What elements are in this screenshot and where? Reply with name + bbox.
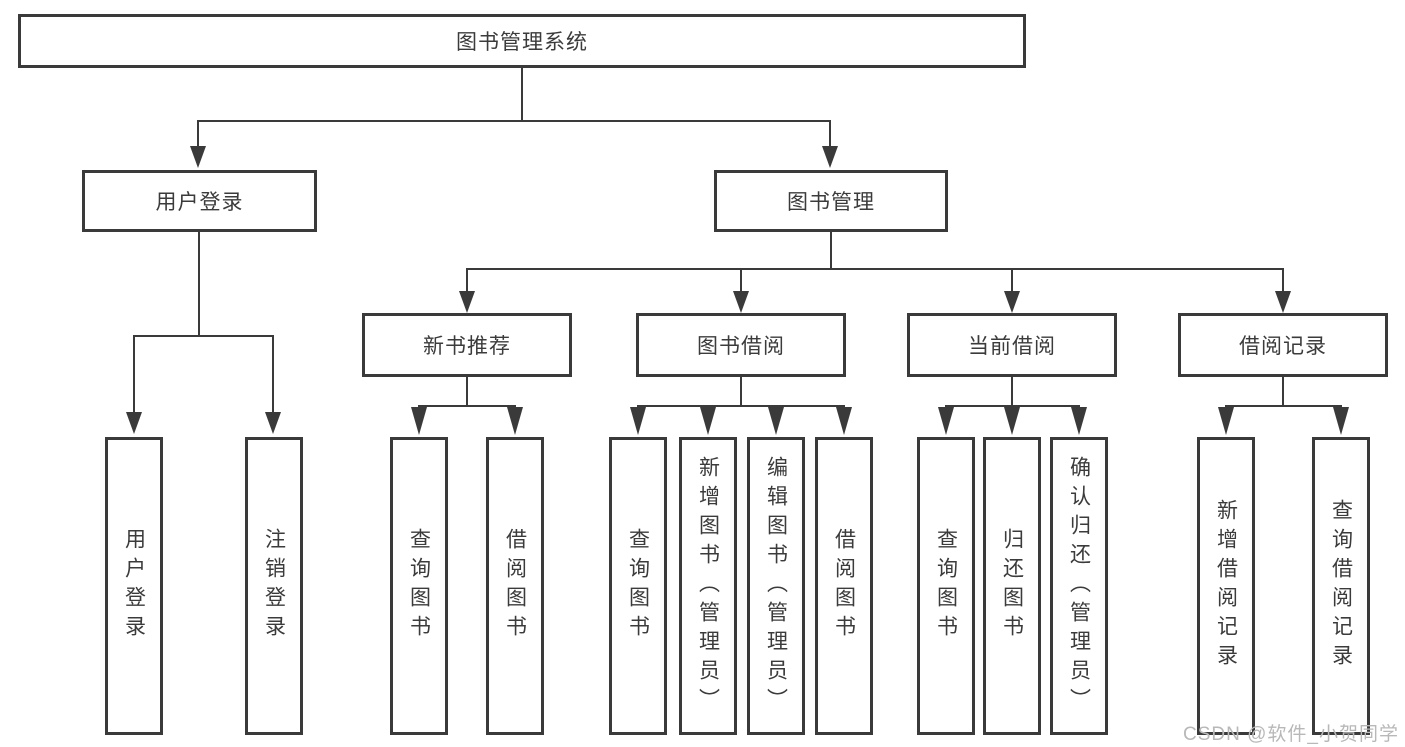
connector-line [637,405,845,407]
node-new-book-recommend: 新书推荐 [362,313,572,377]
csdn-watermark: CSDN @软件_小贺同学 [1183,724,1399,745]
connector-arrow [411,407,427,435]
connector-arrow [938,407,954,435]
connector-line [1282,268,1284,292]
connector-arrow [1333,407,1349,435]
connector-line [198,232,200,336]
connector-line [197,120,831,122]
node-current-borrow: 当前借阅 [907,313,1117,377]
connector-line [197,120,199,148]
leaf-add-borrow-record: 新增借阅记录 [1197,437,1255,735]
connector-line [830,232,832,270]
leaf-borrow-book-recommend: 借阅图书 [486,437,544,735]
connector-line [466,268,1284,270]
connector-arrow [126,412,142,434]
leaf-query-book-current: 查询图书 [917,437,975,735]
connector-arrow [733,291,749,313]
node-user-login: 用户登录 [82,170,317,232]
leaf-confirm-return-admin: 确认归还（管理员） [1050,437,1108,735]
connector-line [1282,377,1284,407]
connector-line [1011,377,1013,407]
connector-arrow [836,407,852,435]
connector-line [133,335,135,413]
connector-line [466,268,468,292]
connector-line [740,377,742,407]
connector-arrow [630,407,646,435]
node-borrow-records: 借阅记录 [1178,313,1388,377]
leaf-edit-book-admin: 编辑图书（管理员） [747,437,805,735]
leaf-logout: 注销登录 [245,437,303,735]
connector-line [1225,405,1342,407]
connector-arrow [459,291,475,313]
connector-arrow [1218,407,1234,435]
node-book-mgmt: 图书管理 [714,170,948,232]
connector-line [521,68,523,121]
leaf-return-book: 归还图书 [983,437,1041,735]
leaf-query-borrow-record: 查询借阅记录 [1312,437,1370,735]
leaf-query-book-recommend: 查询图书 [390,437,448,735]
connector-arrow [1071,407,1087,435]
connector-line [1011,268,1013,292]
connector-line [418,405,516,407]
leaf-borrow-book: 借阅图书 [815,437,873,735]
connector-line [133,335,273,337]
connector-line [466,377,468,407]
connector-line [272,335,274,413]
node-root: 图书管理系统 [18,14,1026,68]
connector-arrow [265,412,281,434]
connector-arrow [190,146,206,168]
connector-arrow [507,407,523,435]
connector-arrow [1275,291,1291,313]
node-book-borrow: 图书借阅 [636,313,846,377]
leaf-user-login: 用户登录 [105,437,163,735]
connector-line [945,405,1080,407]
connector-line [829,120,831,148]
connector-line [740,268,742,292]
leaf-query-book-borrow: 查询图书 [609,437,667,735]
connector-arrow [700,407,716,435]
leaf-add-book-admin: 新增图书（管理员） [679,437,737,735]
connector-arrow [1004,291,1020,313]
connector-arrow [768,407,784,435]
connector-arrow [822,146,838,168]
connector-arrow [1004,407,1020,435]
